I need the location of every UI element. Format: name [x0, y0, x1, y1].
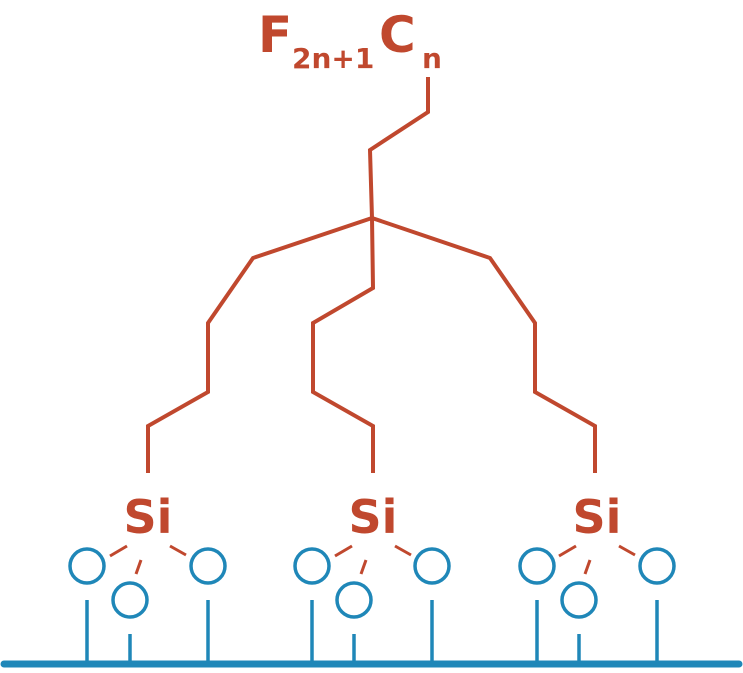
right-alkyl-chain: [371, 216, 597, 473]
silane-unit-right: Si: [518, 490, 676, 662]
oxygen-atom-right: [638, 547, 676, 585]
oxygen-atom-left: [68, 547, 106, 585]
oxygen-atom-right: [413, 547, 451, 585]
oxygen-atom-left: [518, 547, 556, 585]
oxygen-atom-left: [293, 547, 331, 585]
silicon-label: Si: [124, 490, 173, 544]
formula-subscript-f: 2n+1: [292, 42, 374, 75]
formula-element-f: F: [258, 6, 292, 64]
si-o-bond-right: [169, 544, 187, 557]
silane-unit-left: Si: [68, 490, 227, 662]
silicon-label: Si: [349, 490, 398, 544]
silicon-label: Si: [573, 490, 622, 544]
si-o-bond-middle: [583, 559, 592, 575]
formula-subscript-c: n: [422, 42, 442, 75]
si-o-bond-middle: [134, 559, 143, 575]
silane-unit-middle: Si: [293, 490, 451, 662]
si-o-bond-left: [558, 544, 577, 558]
si-o-bond-left: [109, 544, 128, 558]
si-o-bond-left: [334, 544, 353, 558]
oxygen-atom-middle: [335, 581, 373, 619]
left-alkyl-chain: [146, 216, 373, 473]
backbone-chain: [367, 77, 430, 219]
formula-element-c: C: [379, 6, 416, 64]
si-o-bond-middle: [359, 559, 368, 575]
oxygen-atom-middle: [560, 581, 598, 619]
oxygen-atom-middle: [111, 581, 149, 619]
molecule-formula: F 2n+1 C n: [258, 6, 442, 75]
si-o-bond-right: [618, 544, 636, 557]
middle-alkyl-chain: [311, 217, 376, 473]
si-o-bond-right: [394, 544, 412, 557]
oxygen-atom-right: [189, 547, 227, 585]
